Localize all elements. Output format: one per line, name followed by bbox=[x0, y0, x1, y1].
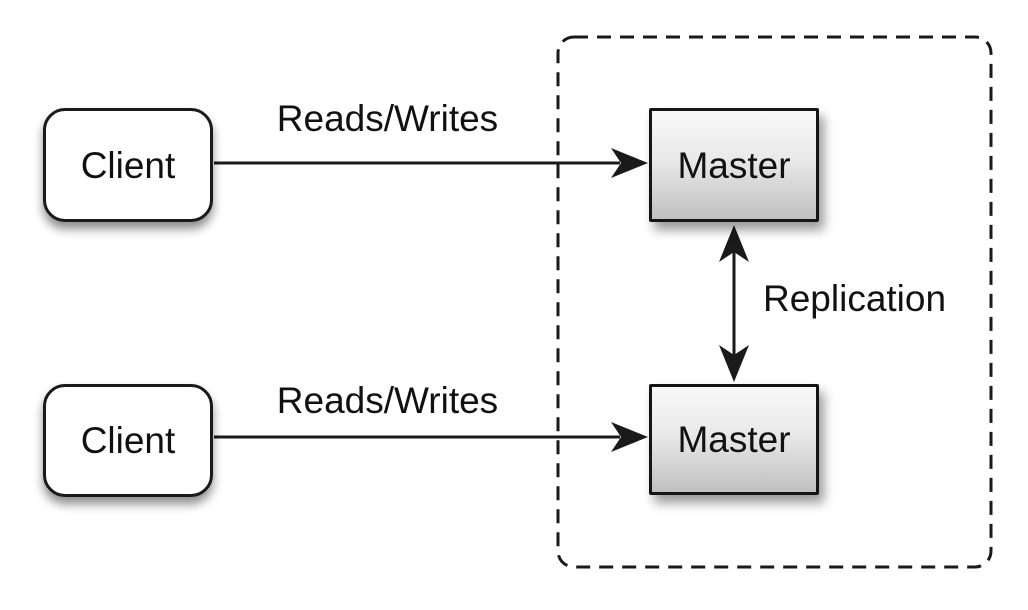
master-group-dashed-border bbox=[556, 35, 993, 569]
master-top-node: Master bbox=[649, 108, 819, 222]
arrowhead-up-icon bbox=[719, 225, 749, 262]
reads-writes-arrow-bottom bbox=[214, 422, 648, 452]
client-top-node: Client bbox=[43, 108, 213, 222]
replication-label: Replication bbox=[763, 278, 947, 319]
arrowhead-right-icon bbox=[611, 148, 648, 178]
master-bottom-label: Master bbox=[677, 419, 791, 460]
client-top-label: Client bbox=[80, 144, 176, 186]
reads-writes-arrow-top bbox=[214, 148, 648, 178]
reads-writes-label-top: Reads/Writes bbox=[276, 98, 499, 139]
replication-double-arrow bbox=[719, 225, 749, 382]
master-bottom-node: Master bbox=[649, 384, 819, 495]
arrowhead-down-icon bbox=[719, 345, 749, 382]
master-top-label: Master bbox=[677, 144, 791, 186]
arrowhead-right-icon bbox=[611, 422, 648, 452]
client-bottom-label: Client bbox=[80, 420, 176, 461]
reads-writes-label-bottom: Reads/Writes bbox=[276, 380, 499, 421]
client-bottom-node: Client bbox=[43, 384, 213, 497]
